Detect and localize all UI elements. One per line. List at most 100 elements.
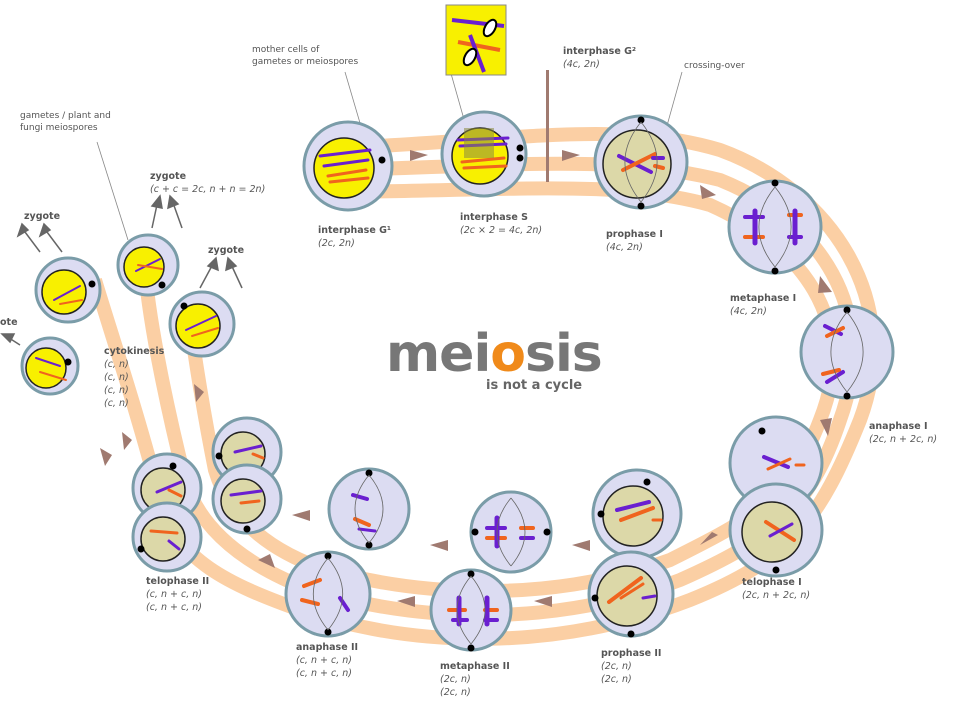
centrosome (88, 280, 96, 288)
centrosome (243, 525, 251, 533)
cell-prophase-2-b (587, 550, 675, 638)
centrosome (467, 644, 475, 652)
flow-arrow (700, 532, 718, 545)
note-crossing-over: crossing-over (684, 61, 745, 71)
label-cytokinesis: cytokinesis(c, n)(c, n)(c, n)(c, n) (104, 346, 165, 409)
chromosome (229, 489, 263, 497)
chromosome (615, 500, 651, 512)
chromosome (167, 539, 181, 551)
flow-arrow (194, 384, 204, 402)
nucleus (41, 269, 87, 315)
centrosome (597, 510, 605, 518)
cell-gamete-right (168, 290, 236, 358)
chromosome (137, 264, 163, 270)
chromosome (318, 148, 372, 158)
centrosome (467, 570, 475, 578)
label-telophase-1: telophase I(2c, n + 2c, n) (742, 577, 811, 601)
flow-arrow (397, 596, 415, 607)
centrosome (158, 281, 166, 289)
g2-marker (546, 70, 549, 182)
cell-telophase-1-top (728, 415, 824, 511)
flow-arrow (100, 448, 112, 466)
chromosome (766, 457, 792, 471)
centrosome (637, 202, 645, 210)
centrosome (772, 566, 780, 574)
zygote-arrows (0, 194, 243, 346)
cell-telophase-2-a2 (211, 463, 283, 535)
chromosome (326, 168, 368, 178)
centrosome (771, 179, 779, 187)
flow-arrow (258, 554, 275, 568)
cell-gamete-bottom-left (20, 336, 80, 396)
nucleus (313, 137, 375, 199)
flow-arrow (572, 540, 590, 551)
label-anaphase-2: anaphase II(c, n + c, n)(c, n + c, n) (296, 642, 359, 679)
centrosome (64, 358, 72, 366)
cell-telophase-1-bot (728, 482, 824, 578)
chromosome (351, 493, 369, 501)
chromosome (821, 368, 841, 376)
chromosome (607, 576, 643, 604)
diagram-subtitle: is not a cycle (486, 378, 583, 393)
flow-arrow (534, 596, 552, 607)
cell-prophase-2-a (591, 468, 683, 560)
label-prophase-2: prophase II(2c, n)(2c, n) (601, 648, 662, 685)
chromosome (239, 499, 261, 505)
cell-telophase-2-b2 (131, 501, 203, 573)
nucleus (175, 303, 221, 349)
cell-gamete-top-left (34, 256, 102, 324)
centrosome (365, 541, 373, 549)
chromosome (460, 156, 506, 164)
centrosome (516, 154, 524, 162)
label-metaphase-1: metaphase I(4c, 2n) (730, 293, 797, 317)
label-zygote-main: zygote(c + c = 2c, n + n = 2n) (150, 171, 266, 195)
flow-arrow (562, 150, 580, 161)
nucleus (25, 347, 67, 389)
centrosome (215, 452, 223, 460)
centrosome (643, 478, 651, 486)
chromosome (167, 488, 183, 498)
chromosome (621, 152, 657, 172)
centrosome (324, 628, 332, 636)
label-zygote-edge: ote (0, 317, 18, 328)
crossover-inset (445, 4, 507, 76)
flow-arrow (818, 276, 832, 293)
cell-metaphase-1 (727, 179, 823, 275)
cell-anaphase-1 (799, 304, 895, 400)
centrosome (843, 392, 851, 400)
cell-metaphase-2-b (429, 568, 513, 652)
centrosome (169, 462, 177, 470)
cells (20, 110, 895, 652)
label-zygote-right: zygote (208, 245, 245, 256)
label-anaphase-1: anaphase I(2c, n + 2c, n) (869, 421, 938, 445)
cell-anaphase-2-b (284, 550, 372, 638)
chromosome (300, 598, 320, 606)
chromosome (328, 176, 370, 184)
cell-gamete-zygote (116, 233, 180, 297)
label-zygote-left: zygote (24, 211, 61, 222)
chromosome (462, 164, 508, 170)
centrosome (627, 630, 635, 638)
nucleus (140, 516, 186, 562)
centrosome (758, 427, 766, 435)
centrosome (843, 306, 851, 314)
label-prophase-1: prophase I(4c, 2n) (606, 229, 663, 253)
chromosome (653, 164, 665, 170)
chromosome (338, 596, 350, 612)
chromosome (619, 506, 655, 522)
chromosome (39, 371, 67, 381)
flow-arrow (700, 185, 716, 199)
centrosome (543, 528, 551, 536)
flow-arrow (430, 540, 448, 551)
centrosome (365, 469, 373, 477)
centrosome (378, 156, 386, 164)
centrosome (516, 144, 524, 152)
flow-arrow (410, 150, 428, 161)
diagram-title: meiosis (386, 324, 603, 384)
cell-anaphase-2-a (327, 467, 411, 551)
centrosome (180, 302, 188, 310)
chromosome (762, 455, 790, 469)
cell-interphase-s (440, 110, 528, 198)
